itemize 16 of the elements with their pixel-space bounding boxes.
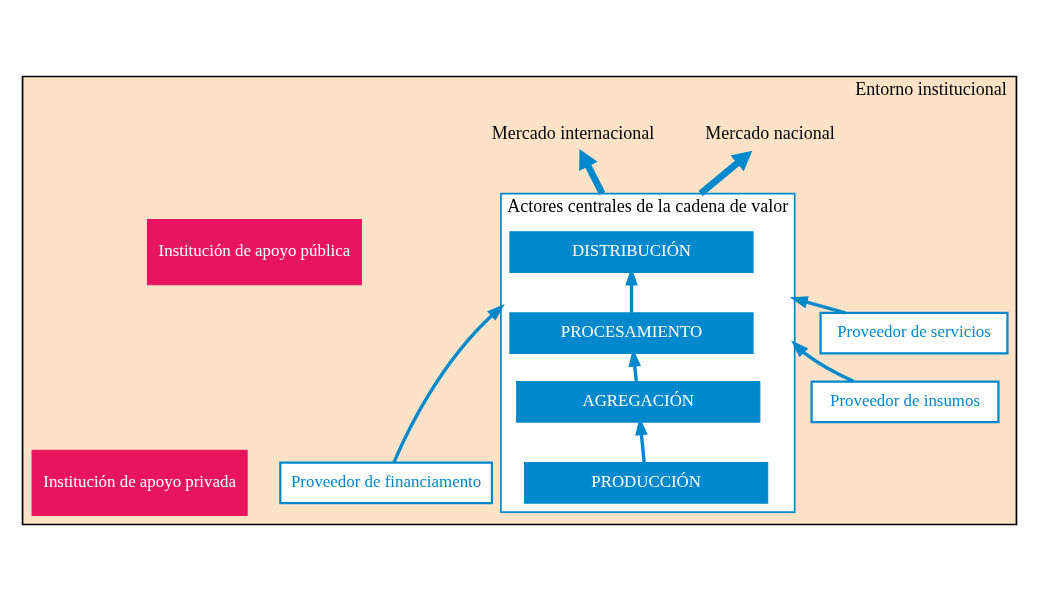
node-box: Proveedor de financiamento <box>278 461 493 505</box>
node-box: PROCESAMIENTO <box>508 312 754 354</box>
arrow <box>790 340 854 383</box>
arrow <box>789 296 846 315</box>
node-box: Institución de apoyo privada <box>31 449 248 517</box>
node-box: DISTRIBUCIÓN <box>508 231 754 273</box>
arrow <box>578 148 605 196</box>
node-box: AGREGACIÓN <box>515 380 760 423</box>
arrow <box>391 304 505 464</box>
arrow <box>698 150 752 197</box>
node-text: Mercado internacional <box>491 123 654 144</box>
node-box: PRODUCCIÓN <box>523 462 768 504</box>
node-box: Proveedor de insumos <box>809 380 1000 424</box>
node-box: Institución de apoyo pública <box>146 218 362 286</box>
node-text: Mercado nacional <box>704 123 835 144</box>
node-box: Proveedor de servicios <box>818 311 1009 355</box>
